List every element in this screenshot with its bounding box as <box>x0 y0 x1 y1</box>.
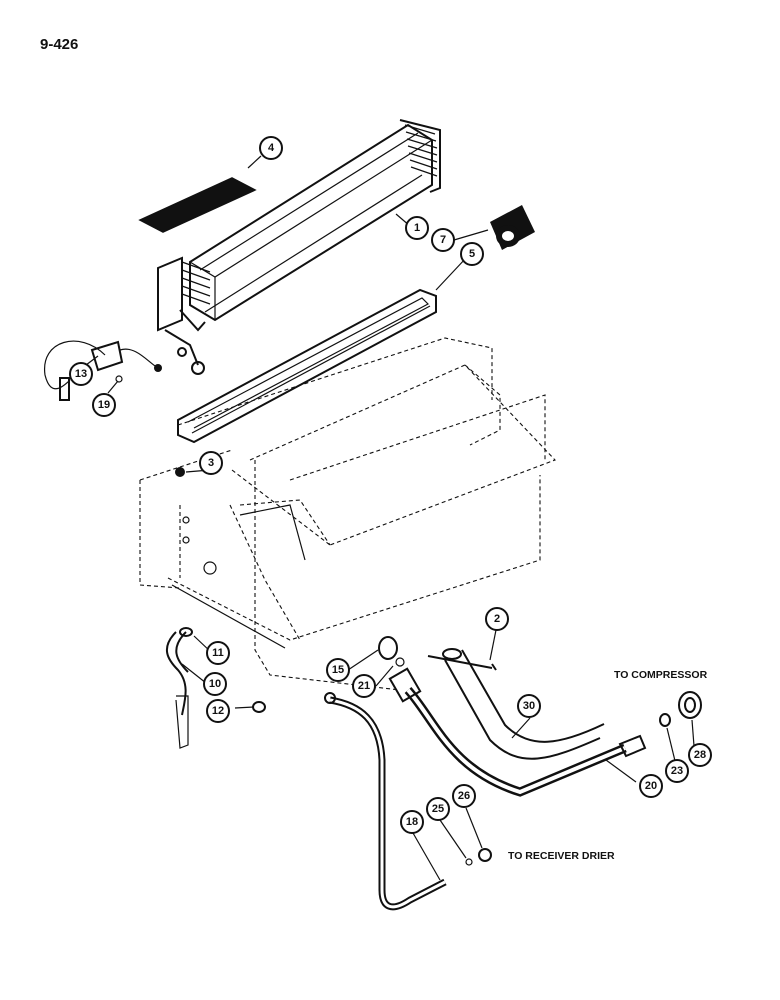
callout-5: 5 <box>460 242 484 266</box>
svg-text:4: 4 <box>268 142 275 154</box>
drain-pan <box>177 288 437 444</box>
callout-20: 20 <box>639 774 663 798</box>
evaporator-case-outline <box>139 337 556 691</box>
fitting <box>478 848 492 862</box>
callout-23: 23 <box>665 759 689 783</box>
svg-text:23: 23 <box>671 765 683 777</box>
note-to-receiver-drier: TO RECEIVER DRIER <box>508 850 615 862</box>
seal-strip <box>138 177 257 233</box>
callout-21: 21 <box>352 674 376 698</box>
callout-18: 18 <box>400 810 424 834</box>
svg-text:11: 11 <box>212 647 224 659</box>
callout-4: 4 <box>259 136 283 160</box>
svg-text:5: 5 <box>469 248 475 260</box>
callout-25: 25 <box>426 797 450 821</box>
svg-text:7: 7 <box>440 234 446 246</box>
drain-hose-assembly <box>165 627 266 749</box>
callout-3: 3 <box>199 451 223 475</box>
svg-text:25: 25 <box>432 803 444 815</box>
callout-19: 19 <box>92 393 116 417</box>
callout-10: 10 <box>203 672 227 696</box>
callout-12: 12 <box>206 699 230 723</box>
svg-text:19: 19 <box>98 399 110 411</box>
svg-text:26: 26 <box>458 790 470 802</box>
o-ring-compressor <box>659 713 671 727</box>
nut <box>175 467 185 477</box>
liquid-line-hose <box>324 692 447 911</box>
suction-line-hose <box>378 636 647 797</box>
svg-text:13: 13 <box>75 368 87 380</box>
svg-text:12: 12 <box>212 705 224 717</box>
svg-text:21: 21 <box>358 680 370 692</box>
callout-1: 1 <box>405 216 429 240</box>
leader-lines <box>85 155 695 881</box>
evaporator-core <box>157 119 441 375</box>
svg-text:10: 10 <box>209 678 221 690</box>
svg-text:1: 1 <box>414 222 420 234</box>
svg-text:20: 20 <box>645 780 657 792</box>
compressor-fitting <box>678 691 702 719</box>
o-ring <box>465 858 473 866</box>
mounting-bolt <box>427 655 497 671</box>
svg-text:28: 28 <box>694 749 706 761</box>
note-to-compressor: TO COMPRESSOR <box>614 669 708 681</box>
insulation-tape-roll <box>490 205 535 250</box>
svg-text:3: 3 <box>208 457 214 469</box>
thermostat-switch <box>44 340 162 401</box>
svg-text:30: 30 <box>523 700 535 712</box>
callout-30: 30 <box>517 694 541 718</box>
svg-text:2: 2 <box>494 613 500 625</box>
callout-26: 26 <box>452 784 476 808</box>
callout-11: 11 <box>206 641 230 665</box>
svg-text:15: 15 <box>332 664 344 676</box>
callout-2: 2 <box>485 607 509 631</box>
insulation-sleeve <box>442 648 605 760</box>
callout-28: 28 <box>688 743 712 767</box>
svg-text:18: 18 <box>406 816 418 828</box>
callout-13: 13 <box>69 362 93 386</box>
page-number: 9-426 <box>40 36 79 53</box>
callout-7: 7 <box>431 228 455 252</box>
callout-15: 15 <box>326 658 350 682</box>
